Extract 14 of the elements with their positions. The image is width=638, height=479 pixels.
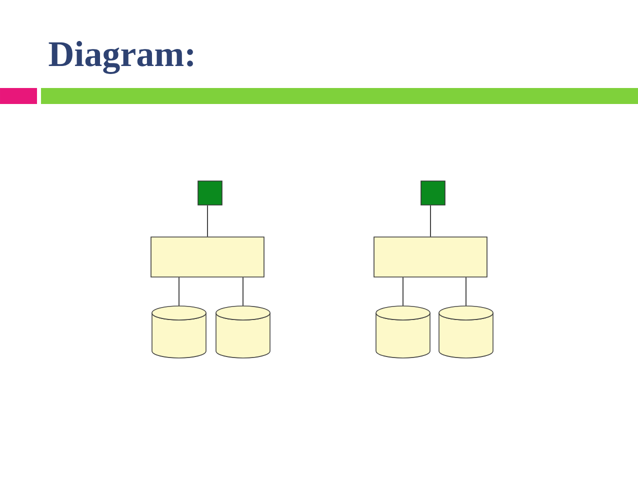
title: Diagram:: [48, 41, 193, 74]
connector-line: [430, 204, 431, 238]
switch-square: [420, 180, 446, 206]
disk-cylinder: [152, 306, 206, 358]
switch-square: [198, 180, 222, 206]
controller-box: [374, 236, 488, 278]
connector-line: [178, 276, 180, 306]
disk-cylinder: [376, 306, 430, 358]
controller-box: [150, 236, 264, 278]
connector-line: [207, 204, 208, 238]
disk-cylinder: [438, 306, 494, 358]
connector-line: [242, 276, 244, 306]
connector-line: [402, 276, 404, 306]
disk-cylinder: [216, 306, 270, 358]
